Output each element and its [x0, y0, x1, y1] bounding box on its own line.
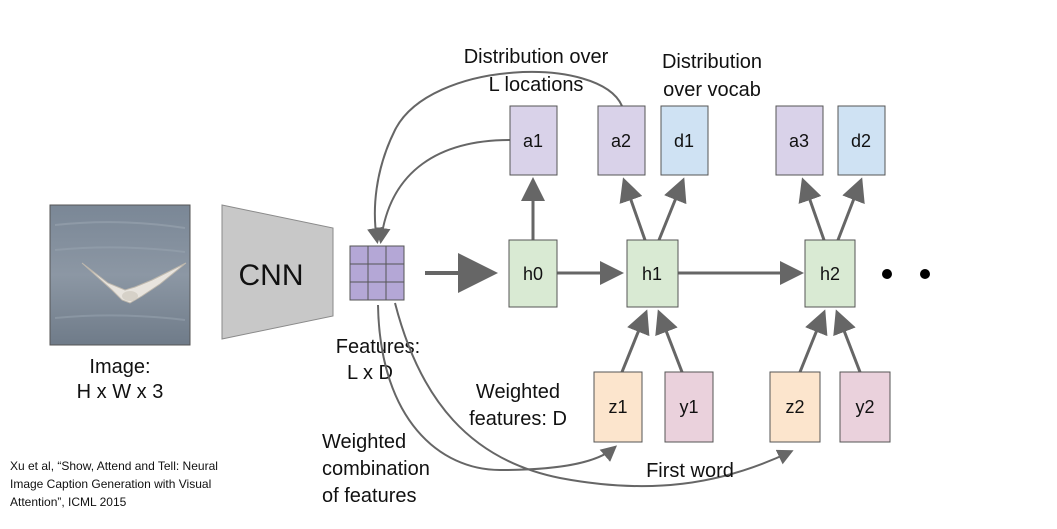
arrows	[521, 177, 865, 373]
features-to-z2-curve	[394, 302, 794, 488]
citation-line-1: Xu et al, “Show, Attend and Tell: Neural	[10, 459, 218, 473]
h2-label: h2	[820, 264, 840, 284]
h2-node	[804, 239, 856, 308]
dist-locations-label-2: L locations	[489, 74, 584, 96]
z2-to-h2-arrow	[798, 309, 828, 373]
citation-line-3: Attention”, ICML 2015	[10, 495, 127, 509]
features-to-z1-curve	[377, 304, 618, 472]
y1-label: y1	[679, 397, 698, 417]
dist-vocab-label-1: Distribution	[662, 51, 762, 73]
z1-to-h1-arrow	[620, 309, 650, 373]
curved-arrows	[367, 70, 794, 488]
h0-label: h0	[523, 264, 543, 284]
a2-label: a2	[611, 131, 631, 151]
a1-to-features-curve	[374, 139, 511, 244]
cnn-block	[221, 204, 334, 340]
weighted-features-label-1: Weighted	[476, 381, 560, 403]
a2-node	[597, 105, 646, 176]
ellipsis-dot-2	[920, 269, 930, 279]
a3-label: a3	[789, 131, 809, 151]
y2-to-h2-arrow	[833, 309, 862, 373]
cnn-label: CNN	[239, 259, 304, 292]
d1-label: d1	[674, 131, 694, 151]
y1-node	[664, 371, 714, 443]
h1-node	[626, 239, 679, 308]
h1-label: h1	[642, 264, 662, 284]
z2-label: z2	[785, 397, 804, 417]
weighted-features-label-2: features: D	[469, 408, 567, 430]
citation-line-2: Image Caption Generation with Visual	[10, 477, 211, 491]
h0-node	[508, 239, 558, 308]
features-label: Features:	[336, 336, 420, 358]
first-word-label: First word	[646, 460, 734, 482]
weighted-combination-label-1: Weighted	[322, 431, 406, 453]
y1-to-h1-arrow	[655, 309, 684, 373]
dist-locations-label-1: Distribution over	[464, 46, 609, 68]
d1-node	[660, 105, 709, 176]
y2-label: y2	[855, 397, 874, 417]
z2-node	[769, 371, 821, 443]
ellipsis-dot-1	[882, 269, 892, 279]
z1-label: z1	[608, 397, 627, 417]
h2-to-a3-arrow	[798, 177, 826, 241]
a1-label: a1	[523, 131, 543, 151]
feature-grid	[349, 245, 405, 301]
weighted-combination-label-2: combination	[322, 458, 430, 480]
h2-to-d2-arrow	[836, 177, 865, 241]
h1-to-a2-arrow	[619, 177, 647, 241]
a2-to-features-curve	[367, 70, 623, 244]
features-dims-label: L x D	[347, 362, 393, 384]
h1-to-d1-arrow	[657, 177, 687, 241]
input-image	[49, 204, 191, 346]
dist-vocab-label-2: over vocab	[663, 79, 761, 101]
d2-label: d2	[851, 131, 871, 151]
image-dims-label: H x W x 3	[77, 381, 164, 403]
a1-node	[509, 105, 558, 176]
weighted-combination-label-3: of features	[322, 485, 417, 507]
a3-node	[775, 105, 824, 176]
d2-node	[837, 105, 886, 176]
y2-node	[839, 371, 891, 443]
image-label: Image:	[89, 356, 150, 378]
z1-node	[593, 371, 643, 443]
